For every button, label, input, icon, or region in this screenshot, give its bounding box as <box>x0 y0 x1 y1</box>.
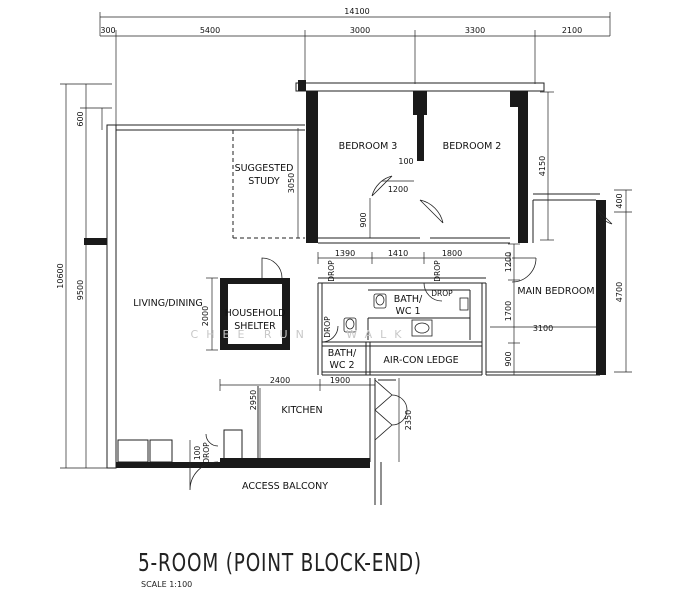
main-bedroom-door <box>511 257 537 283</box>
label-drop-5: DROP <box>202 442 211 464</box>
dim-right-4150: 4150 <box>538 156 547 176</box>
plan-scale: SCALE 1:100 <box>141 580 193 589</box>
dim-2400: 2400 <box>270 376 290 385</box>
label-drop-1: DROP <box>327 260 336 282</box>
bedroom2-door <box>419 199 444 224</box>
dim-2000: 2000 <box>201 306 210 326</box>
dimension-labels: 14100 300 5400 3000 3300 2100 10600 600 … <box>56 7 624 460</box>
dim-top-3300: 3300 <box>465 26 485 35</box>
thin-walls <box>106 82 600 505</box>
bedroom3-door <box>371 175 393 197</box>
dim-2350: 2350 <box>404 410 413 430</box>
shelter-door <box>261 257 283 279</box>
main-door <box>189 461 219 491</box>
label-bath1-2: WC 1 <box>395 306 420 317</box>
dim-left-9500: 9500 <box>76 280 85 300</box>
dim-top-300: 300 <box>100 26 115 35</box>
dim-900: 900 <box>359 212 368 227</box>
label-drop-4: DROP <box>323 316 332 338</box>
label-drop-3: DROP <box>431 289 453 298</box>
label-bedroom2: BEDROOM 2 <box>443 141 502 152</box>
dim-900b: 900 <box>504 351 513 366</box>
dim-1200b: 1200 <box>504 252 513 272</box>
dim-1390: 1390 <box>335 249 355 258</box>
dim-3050: 3050 <box>287 173 296 193</box>
window-door <box>597 209 613 225</box>
room-labels: BEDROOM 3 BEDROOM 2 SUGGESTED STUDY LIVI… <box>133 141 594 492</box>
dim-right-4700: 4700 <box>615 282 624 302</box>
label-living: LIVING/DINING <box>133 298 203 309</box>
dim-left-600: 600 <box>76 111 85 126</box>
label-bath1-1: BATH/ <box>394 294 423 305</box>
bath-fixtures <box>343 293 469 337</box>
dim-2950: 2950 <box>249 390 258 410</box>
dim-100b: 100 <box>193 446 202 461</box>
label-bath2-2: WC 2 <box>329 360 354 371</box>
label-drop-2: DROP <box>433 260 442 282</box>
dim-top-2100: 2100 <box>562 26 582 35</box>
dim-right-400: 400 <box>615 193 624 208</box>
dim-overall: 14100 <box>344 7 369 16</box>
structural-walls <box>84 80 606 468</box>
watermark: CHEE RUN · WALK <box>191 328 410 341</box>
label-bedroom3: BEDROOM 3 <box>339 141 398 152</box>
label-main-bedroom: MAIN BEDROOM <box>517 286 594 297</box>
label-kitchen: KITCHEN <box>281 405 322 416</box>
door-swings <box>189 175 613 491</box>
dim-top-3000: 3000 <box>350 26 370 35</box>
label-access-balcony: ACCESS BALCONY <box>242 481 328 492</box>
label-aircon: AIR-CON LEDGE <box>383 355 458 366</box>
dim-1200: 1200 <box>388 185 408 194</box>
label-study-2: STUDY <box>248 176 280 187</box>
dim-1900: 1900 <box>330 376 350 385</box>
dim-100: 100 <box>398 157 413 166</box>
label-shelter-1: HOUSEHOLD <box>225 308 286 319</box>
dim-left-overall: 10600 <box>56 263 65 288</box>
dim-1700: 1700 <box>504 301 513 321</box>
plan-title: 5-ROOM (POINT BLOCK-END) <box>138 548 422 577</box>
kitchen-folding-door <box>374 379 393 441</box>
label-shelter-2: SHELTER <box>234 321 276 332</box>
dimension-lines <box>60 12 632 469</box>
dim-1800: 1800 <box>442 249 462 258</box>
dim-1410: 1410 <box>388 249 408 258</box>
label-bath2-1: BATH/ <box>328 348 357 359</box>
dim-3100: 3100 <box>533 324 553 333</box>
label-study-1: SUGGESTED <box>235 163 294 174</box>
dim-top-5400: 5400 <box>200 26 220 35</box>
